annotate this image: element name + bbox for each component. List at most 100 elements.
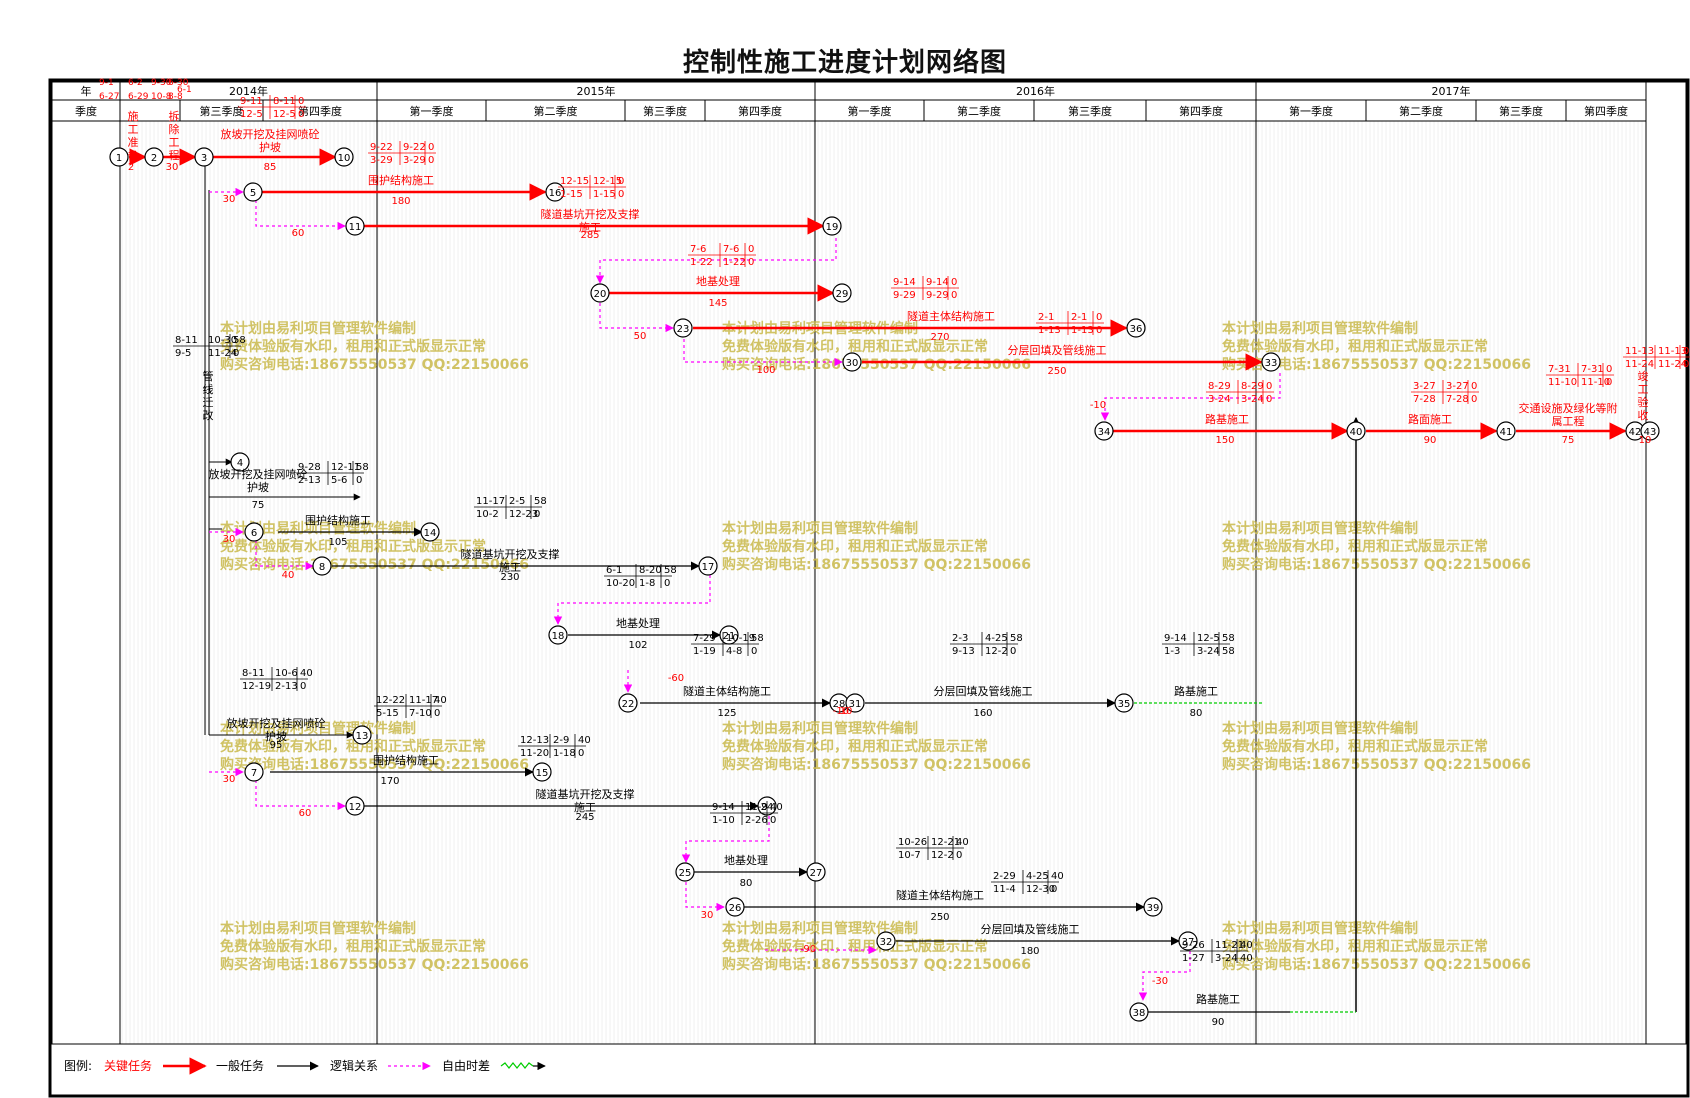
- watermark-line: 本计划由易利项目管理软件编制: [220, 520, 416, 537]
- task-duration: 80: [1190, 708, 1203, 719]
- svg-text:12-5: 12-5: [240, 109, 263, 120]
- svg-text:3: 3: [201, 153, 207, 164]
- task-duration: 90: [1212, 1017, 1225, 1028]
- svg-text:8-29: 8-29: [1241, 381, 1264, 392]
- svg-text:37: 37: [1182, 937, 1195, 948]
- task-duration: 75: [1562, 435, 1575, 446]
- svg-text:1-10: 1-10: [712, 815, 735, 826]
- event-node: 3: [194, 147, 214, 167]
- svg-text:58: 58: [534, 496, 547, 507]
- svg-text:12-5: 12-5: [1197, 633, 1220, 644]
- watermark-line: 本计划由易利项目管理软件编制: [1222, 520, 1418, 537]
- task-duration: 150: [1215, 435, 1234, 446]
- watermark-layer: 本计划由易利项目管理软件编制免费体验版有水印，租用和正式版显示正常购买咨询电话:…: [220, 320, 1531, 973]
- svg-text:12-30: 12-30: [1026, 884, 1055, 895]
- task-duration: 75: [252, 500, 265, 511]
- svg-text:40: 40: [770, 802, 783, 813]
- svg-text:4-25: 4-25: [1026, 871, 1049, 882]
- svg-text:10-30: 10-30: [208, 335, 237, 346]
- svg-text:0: 0: [1051, 884, 1057, 895]
- svg-text:0: 0: [1606, 364, 1612, 375]
- svg-text:1-27: 1-27: [1182, 953, 1205, 964]
- quarter-5: 第四季度: [738, 104, 782, 118]
- svg-text:0: 0: [956, 850, 962, 861]
- svg-text:0: 0: [356, 475, 362, 486]
- svg-text:9-14: 9-14: [712, 802, 735, 813]
- svg-text:8-11: 8-11: [175, 335, 198, 346]
- watermark-line: 购买咨询电话:18675550537 QQ:22150066: [1222, 756, 1531, 773]
- svg-text:12-2: 12-2: [985, 646, 1008, 657]
- svg-text:1-15: 1-15: [593, 189, 616, 200]
- task-name-cont: 护坡: [259, 140, 281, 154]
- event-node: 38: [1129, 1002, 1149, 1022]
- task-name-cont: 护坡: [247, 480, 269, 494]
- task-name-cont: 施工: [499, 561, 521, 574]
- svg-text:0: 0: [434, 708, 440, 719]
- event-node: 23: [673, 318, 693, 338]
- task-duration: 250: [1047, 366, 1066, 377]
- watermark-line: 本计划由易利项目管理软件编制: [220, 920, 416, 937]
- task-duration: 102: [628, 640, 647, 651]
- svg-text:40: 40: [1240, 940, 1253, 951]
- start-date: 10-8: [151, 92, 172, 102]
- svg-text:1-13: 1-13: [1038, 325, 1061, 336]
- svg-text:0: 0: [1683, 359, 1689, 370]
- event-node: 37: [1178, 931, 1198, 951]
- svg-text:0: 0: [751, 646, 757, 657]
- svg-text:0: 0: [534, 509, 540, 520]
- svg-text:0: 0: [1266, 394, 1272, 405]
- task-name: 路基施工: [1205, 413, 1249, 426]
- svg-text:12-5: 12-5: [273, 109, 296, 120]
- svg-text:0: 0: [1096, 325, 1102, 336]
- svg-text:40: 40: [1051, 871, 1064, 882]
- svg-text:1-15: 1-15: [560, 189, 583, 200]
- event-node: 4: [230, 452, 250, 472]
- svg-text:7-28: 7-28: [1413, 394, 1436, 405]
- slack-label: 30: [701, 910, 714, 921]
- svg-text:8: 8: [319, 562, 325, 573]
- svg-text:1-19: 1-19: [693, 646, 716, 657]
- svg-text:12: 12: [349, 802, 362, 813]
- year-0: 2014年: [229, 84, 268, 98]
- task-name: 分层回填及管线施工: [981, 922, 1080, 936]
- svg-text:0: 0: [578, 748, 584, 759]
- svg-text:22: 22: [622, 699, 635, 710]
- svg-text:0: 0: [300, 681, 306, 692]
- event-node: 30: [842, 352, 862, 372]
- start-date: 6-27: [99, 92, 119, 102]
- svg-text:0: 0: [770, 815, 776, 826]
- watermark-line: 免费体验版有水印，租用和正式版显示正常: [220, 338, 486, 355]
- event-node: 8: [312, 556, 332, 576]
- event-node: 43: [1640, 421, 1660, 441]
- slack-label: 100: [756, 365, 775, 376]
- slack-label: -10: [833, 706, 849, 717]
- event-node: 7: [244, 762, 264, 782]
- svg-text:9-29: 9-29: [893, 290, 916, 301]
- quarter-3: 第二季度: [534, 104, 578, 118]
- task-name-cont: 施工: [579, 221, 601, 234]
- svg-text:12-15: 12-15: [560, 176, 589, 187]
- event-node: 27: [806, 862, 826, 882]
- svg-text:11-4: 11-4: [993, 884, 1016, 895]
- watermark-line: 免费体验版有水印，租用和正式版显示正常: [722, 938, 988, 955]
- quarter-4: 第三季度: [643, 104, 687, 118]
- watermark-line: 免费体验版有水印，租用和正式版显示正常: [220, 538, 486, 555]
- event-node: 33: [1261, 352, 1281, 372]
- svg-text:1-3: 1-3: [1164, 646, 1180, 657]
- task-name: 地基处理: [616, 617, 660, 630]
- svg-text:58: 58: [356, 462, 369, 473]
- svg-text:10-26: 10-26: [898, 837, 927, 848]
- task-duration: 85: [264, 162, 277, 173]
- svg-text:40: 40: [578, 735, 591, 746]
- watermark-line: 本计划由易利项目管理软件编制: [1222, 720, 1418, 737]
- legend-logic-label: 逻辑关系: [330, 1059, 378, 1073]
